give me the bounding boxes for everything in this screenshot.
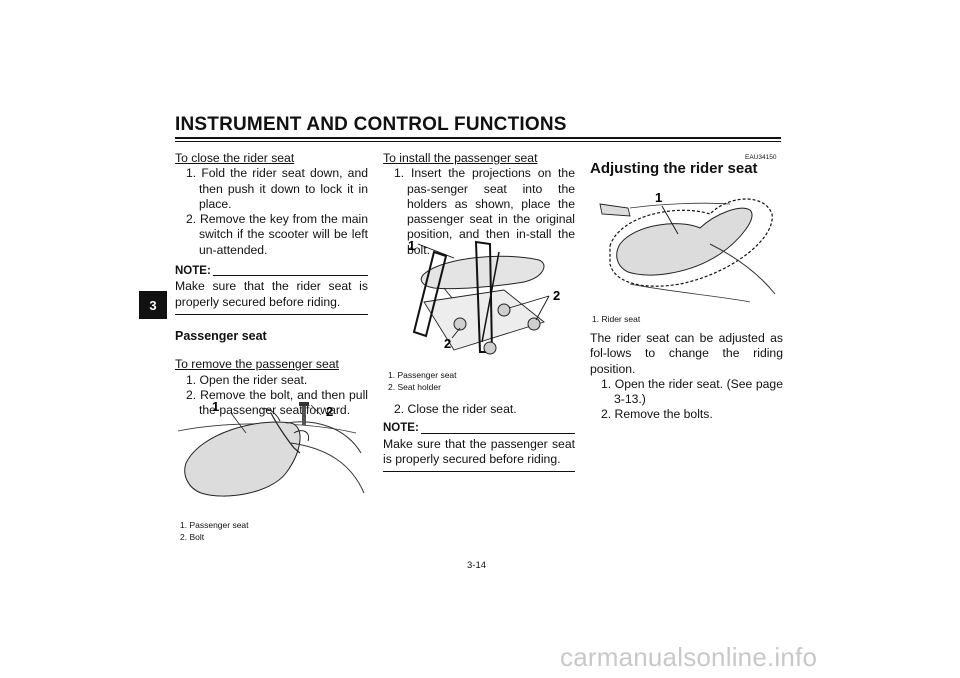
figure-callout-2a: 2 xyxy=(553,288,560,303)
figure-callout-1: 1 xyxy=(212,399,219,414)
figure-callout-2b: 2 xyxy=(444,336,451,351)
note-rule xyxy=(420,432,575,434)
passenger-seat-heading: Passenger seat xyxy=(175,328,267,343)
caption-seat-holder: 2. Seat holder xyxy=(388,382,441,392)
title-rule xyxy=(175,137,781,139)
passenger-seat-bolt-illustration: 1 2 xyxy=(177,399,365,497)
figure-callout-1: 1 xyxy=(655,190,662,205)
close-seat-heading: To close the rider seat xyxy=(175,151,295,165)
remove-seat-heading: To remove the passenger seat xyxy=(175,357,339,372)
note-header: NOTE: xyxy=(175,264,368,279)
figure-callout-2: 2 xyxy=(326,404,333,419)
figure-callout-1: 1 xyxy=(408,238,415,253)
note-label: NOTE: xyxy=(383,422,419,435)
close-step-2: 2. Remove the key from the main switch i… xyxy=(186,212,368,257)
reference-code: EAU34150 xyxy=(745,154,777,161)
left-column: To close the rider seat 1. Fold the ride… xyxy=(175,151,368,418)
seat-holder-illustration: 1 2 2 xyxy=(408,238,560,355)
note-end-rule xyxy=(175,313,368,315)
page-title: INSTRUMENT AND CONTROL FUNCTIONS xyxy=(175,114,567,135)
section-heading: Adjusting the rider seat xyxy=(590,160,758,177)
title-rule-thin xyxy=(175,141,781,142)
note-label: NOTE: xyxy=(175,265,211,278)
install-seat-heading: To install the passenger seat xyxy=(383,151,538,165)
note-rule xyxy=(212,275,368,277)
middle-column: To install the passenger seat 1. Insert … xyxy=(383,151,575,258)
middle-column-lower: 2. Close the rider seat. NOTE: Make sure… xyxy=(383,402,575,473)
body-text: The rider seat can be adjusted as fol-lo… xyxy=(590,331,783,376)
note-end-rule xyxy=(383,471,575,473)
page-number: 3-14 xyxy=(467,560,487,571)
install-step-1: 1. Insert the projections on the pas-sen… xyxy=(394,166,575,257)
right-figure-caption: 1. Rider seat xyxy=(592,314,641,324)
caption-bolt: 2. Bolt xyxy=(180,532,205,542)
watermark: carmanualsonline.info xyxy=(560,642,818,672)
caption-passenger-seat: 1. Passenger seat xyxy=(388,370,457,380)
note-text: Make sure that the rider seat is properl… xyxy=(175,279,368,309)
middle-figure-caption: 1. Passenger seat 2. Seat holder xyxy=(388,369,457,393)
right-column: The rider seat can be adjusted as fol-lo… xyxy=(590,331,783,423)
caption-passenger-seat: 1. Passenger seat xyxy=(180,520,249,530)
remove-step-1: 1. Open the rider seat. xyxy=(186,372,308,387)
adjust-step-2: 2. Remove the bolts. xyxy=(601,407,713,422)
note-text: Make sure that the passenger seat is pro… xyxy=(383,436,575,466)
rider-seat-illustration: 1 xyxy=(599,190,776,303)
adjust-step-1: 1. Open the rider seat. (See page 3-13.) xyxy=(601,376,783,407)
left-figure-caption: 1. Passenger seat 2. Bolt xyxy=(180,519,249,543)
note-header: NOTE: xyxy=(383,421,575,436)
install-step-2: 2. Close the rider seat. xyxy=(394,402,517,416)
chapter-tab: 3 xyxy=(139,291,167,319)
close-step-1: 1. Fold the rider seat down, and then pu… xyxy=(186,166,368,211)
